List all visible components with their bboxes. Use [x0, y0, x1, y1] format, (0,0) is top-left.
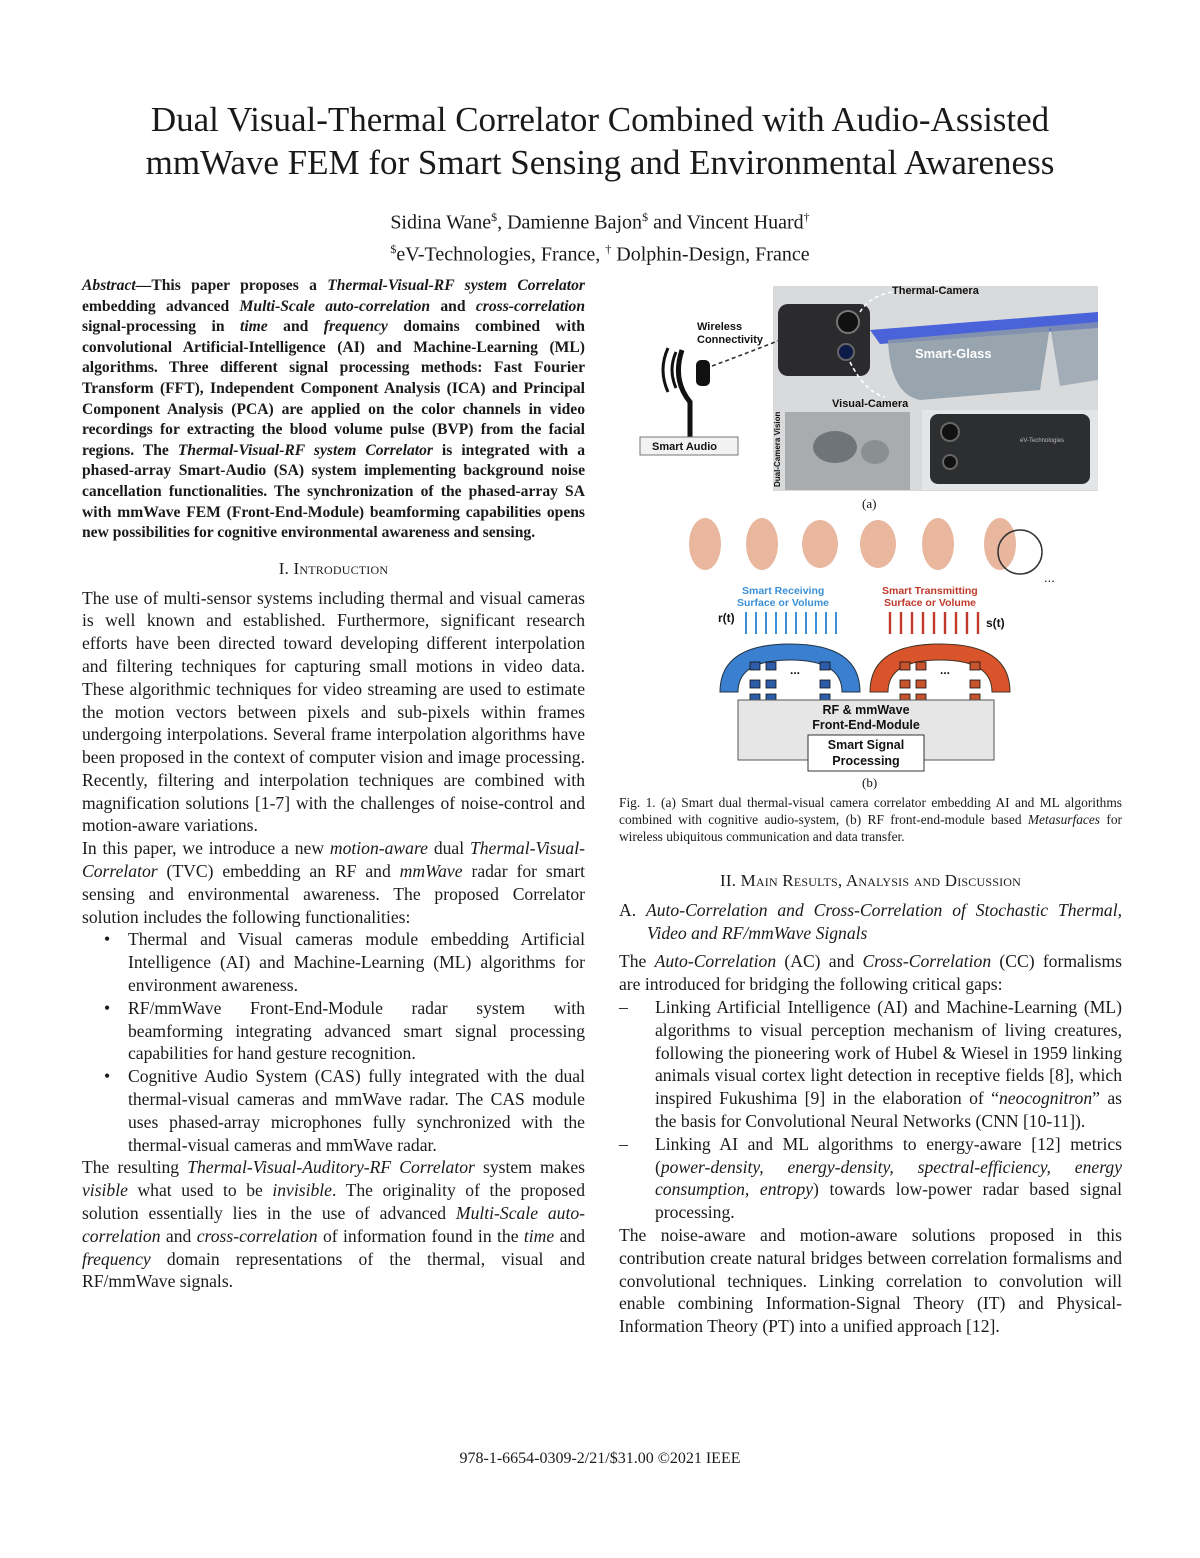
- glass-lens-right: [1050, 322, 1098, 386]
- wave-arc: [661, 347, 670, 393]
- affiliation-mark: $: [642, 210, 649, 224]
- affiliation-mark: †: [605, 241, 612, 256]
- title-line-2: mmWave FEM for Smart Sensing and Environ…: [145, 143, 1055, 182]
- label-rf-mmwave: RF & mmWave: [822, 703, 909, 717]
- hand-icon: [802, 520, 838, 568]
- earphone-icon: [675, 349, 693, 440]
- transmit-arrows: [888, 612, 980, 634]
- label-receiving-surface: Surface or Volume: [737, 597, 829, 609]
- affiliation-mark: †: [803, 210, 810, 224]
- abstract-label: Abstract—: [82, 277, 152, 294]
- author-names: Sidina Wane$, Damienne Bajon$ and Vincen…: [60, 204, 1140, 236]
- section2-paragraph-2: The noise-aware and motion-aware solutio…: [619, 1224, 1122, 1337]
- list-item: Linking AI and ML algorithms to energy-a…: [619, 1133, 1122, 1224]
- label-smart-glass: Smart-Glass: [915, 346, 992, 361]
- label-r-of-t: r(t): [718, 611, 735, 625]
- figure-1: eV-Technologies Thermal-Camera Wireless …: [620, 282, 1120, 802]
- list-item: Linking Artificial Intelligence (AI) and…: [619, 996, 1122, 1133]
- camera-box-lens: [942, 454, 958, 470]
- label-processing: Processing: [832, 754, 899, 768]
- label-smart-signal: Smart Signal: [828, 738, 904, 752]
- label-connectivity: Connectivity: [697, 334, 764, 346]
- author-block: Sidina Wane$, Damienne Bajon$ and Vincen…: [60, 204, 1140, 267]
- pointer-thermal: [859, 291, 893, 313]
- label-transmitting-surface: Surface or Volume: [884, 597, 976, 609]
- receive-elements: [749, 661, 831, 703]
- subfigure-a-label: (a): [862, 496, 876, 511]
- hand-gesture-row: ...: [689, 518, 1055, 585]
- figure-1-caption: Fig. 1. (a) Smart dual thermal-visual ca…: [619, 795, 1122, 845]
- subsection-heading-a: A. Auto-Correlation and Cross-Correlatio…: [619, 899, 1122, 943]
- author-3: and Vincent Huard: [648, 211, 804, 234]
- label-thermal-camera: Thermal-Camera: [892, 285, 980, 297]
- transmit-elements: [899, 661, 981, 703]
- critical-gaps-list: Linking Artificial Intelligence (AI) and…: [619, 996, 1122, 1224]
- paper-title: Dual Visual-Thermal Correlator Combined …: [60, 98, 1140, 184]
- figure-1-graphic: eV-Technologies Thermal-Camera Wireless …: [639, 285, 1098, 790]
- transmitting-surface: [869, 643, 1011, 693]
- camera-box-lens: [940, 422, 960, 442]
- glasses-frame: [870, 312, 1098, 344]
- rotation-icon: [997, 529, 1043, 575]
- affiliations: $eV-Technologies, France, † Dolphin-Desi…: [60, 236, 1140, 268]
- intro-paragraph-1: The use of multi-sensor systems includin…: [82, 587, 585, 836]
- section-heading-introduction: I. Introduction: [278, 558, 389, 578]
- affiliation-mark: $: [390, 241, 397, 256]
- camera-box: [930, 414, 1090, 484]
- functionalities-list: Thermal and Visual cameras module embedd…: [82, 928, 585, 1156]
- list-item: Thermal and Visual cameras module embedd…: [104, 928, 585, 996]
- subfigure-b-label: (b): [862, 775, 877, 790]
- affiliation-mark: $: [491, 210, 498, 224]
- label-front-end-module: Front-End-Module: [812, 718, 920, 732]
- visual-lens: [837, 343, 855, 361]
- label-dual-camera-vision: Dual-Camera Vision: [773, 411, 782, 487]
- abstract: Abstract—This paper proposes a Thermal-V…: [82, 277, 585, 542]
- label-s-of-t: s(t): [986, 616, 1005, 630]
- list-item: RF/mmWave Front-End-Module radar system …: [104, 997, 585, 1065]
- section-heading-main-results: II. Main Results, Analysis and Discussio…: [719, 871, 1022, 890]
- right-column: II. Main Results, Analysis and Discussio…: [619, 870, 1122, 1338]
- label-smart-transmitting: Smart Transmitting: [882, 585, 978, 597]
- intro-paragraph-2: In this paper, we introduce a new motion…: [82, 838, 586, 927]
- transmit-ellipsis: ...: [940, 663, 950, 677]
- label-visual-camera: Visual-Camera: [832, 398, 909, 410]
- lens-part: [813, 431, 857, 463]
- copyright-footer: 978-1-6654-0309-2/21/$31.00 ©2021 IEEE: [459, 1450, 741, 1467]
- receiving-surface: [719, 643, 861, 693]
- hand-icon: [746, 518, 778, 570]
- section2-paragraph-1: The Auto-Correlation (AC) and Cross-Corr…: [619, 951, 1122, 995]
- connectivity-link: [711, 339, 781, 367]
- hand-icon: [689, 518, 721, 570]
- label-smart-receiving: Smart Receiving: [742, 585, 824, 597]
- earphone-bud: [696, 360, 710, 386]
- receive-arrows: [745, 612, 837, 634]
- lens-part: [861, 440, 889, 464]
- author-1: Sidina Wane: [390, 211, 492, 234]
- pointer-visual: [849, 361, 886, 398]
- title-line-1: Dual Visual-Thermal Correlator Combined …: [150, 100, 1050, 139]
- label-smart-audio: Smart Audio: [652, 441, 717, 453]
- receive-ellipsis: ...: [790, 663, 800, 677]
- wave-arc: [670, 351, 678, 389]
- affiliation-1: eV-Technologies, France,: [396, 243, 606, 266]
- list-item: Cognitive Audio System (CAS) fully integ…: [104, 1065, 585, 1156]
- hand-icon: [860, 520, 896, 568]
- smart-audio-box: [639, 436, 739, 456]
- affiliation-2: Dolphin-Design, France: [611, 243, 810, 266]
- glass-lens: [888, 326, 1050, 400]
- thermal-lens: [836, 310, 860, 334]
- intro-paragraph-3: The resulting Thermal-Visual-Auditory-RF…: [82, 1157, 586, 1292]
- gesture-ellipsis: ...: [1044, 570, 1055, 585]
- left-column: Abstract—This paper proposes a Thermal-V…: [82, 276, 585, 1293]
- camera-box-logo: eV-Technologies: [1020, 438, 1064, 444]
- hand-icon: [922, 518, 954, 570]
- author-2: , Damienne Bajon: [497, 211, 643, 234]
- signal-processing-box: [807, 734, 925, 772]
- label-wireless: Wireless: [697, 321, 742, 333]
